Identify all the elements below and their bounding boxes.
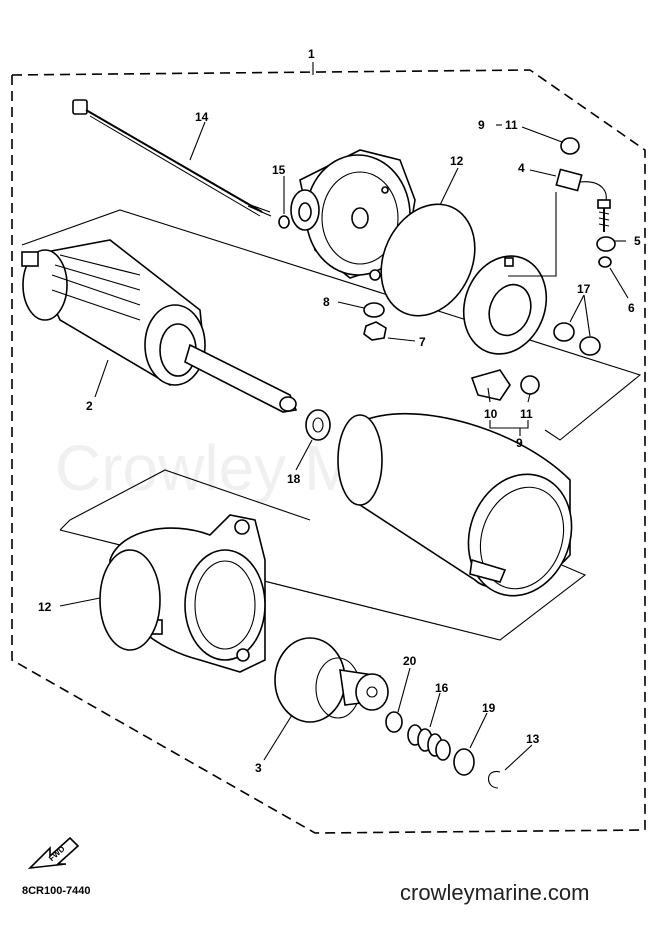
brush-holder-10 [470,369,511,401]
o-ring-large-upper [380,203,476,317]
yoke-tube [337,413,573,597]
callout-5: 5 [634,234,641,248]
through-bolt [72,99,272,217]
nut [363,321,387,341]
stopper-19 [453,748,475,776]
callout-8: 8 [323,295,330,309]
upper-plane [21,209,642,441]
washer [363,302,385,318]
callout-12-upper: 12 [450,154,464,168]
brush-plate [462,255,548,355]
callout-11-top: 11 [505,118,518,132]
callout-13: 13 [526,732,540,746]
leader-lines [59,62,629,771]
callout-20: 20 [403,654,417,668]
washer-17a [553,322,575,342]
site-name: crowleymarine.com [400,880,590,905]
callout-14: 14 [195,110,209,124]
callout-15: 15 [272,163,286,177]
pinion-clutch [274,637,389,723]
assembly-boundary [11,69,646,834]
callout-7: 7 [419,335,426,349]
callout-4: 4 [518,161,525,175]
callout-19: 19 [482,701,496,715]
callout-12-lower: 12 [38,600,52,614]
clip-top [560,137,580,155]
callout-3: 3 [255,761,262,775]
callout-9-bottom: 9 [516,436,523,450]
callout-17: 17 [577,282,591,296]
callout-1: 1 [308,47,315,61]
washer-18 [305,409,331,441]
fwd-arrow-icon: FWD [27,836,80,870]
callout-18: 18 [287,472,301,486]
callout-6: 6 [628,301,635,315]
callout-10: 10 [484,407,498,421]
o-ring-6 [598,256,612,268]
diagram-code: 8CR100-7440 [22,885,91,897]
washer-17b [579,336,601,356]
callout-2: 2 [86,399,93,413]
snap-ring-20 [385,711,403,733]
spring-16 [407,724,451,761]
armature-yoke [21,239,298,413]
callout-11-bottom: 11 [520,407,533,421]
lower-plane [59,469,587,641]
washer-5 [596,236,616,252]
o-ring-small [278,215,290,229]
callout-9-top: 9 [478,118,485,132]
clip-11 [520,375,540,395]
callout-16: 16 [435,681,449,695]
brush-lead [555,168,611,232]
circlip-13 [487,770,501,789]
o-ring-large-lower [99,549,161,651]
